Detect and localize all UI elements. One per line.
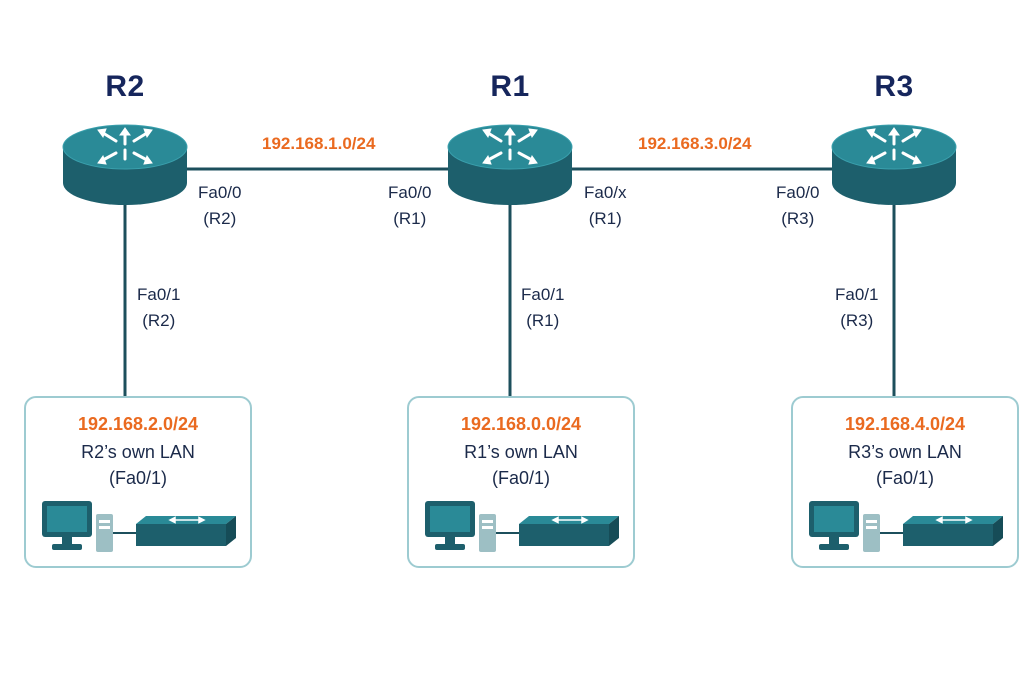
- lan-devices: [42, 501, 236, 552]
- interface-r1-fa00: Fa0/0 (R1): [388, 180, 431, 232]
- interface-router: (R1): [588, 209, 622, 228]
- interface-router: (R2): [203, 209, 237, 228]
- interface-router: (R1): [526, 311, 560, 330]
- interface-name: Fa0/1: [835, 285, 879, 304]
- switch-icon: [519, 516, 619, 546]
- router-r3: [830, 123, 958, 207]
- interface-r3-fa01: Fa0/1 (R3): [835, 282, 878, 334]
- router-icon: [446, 123, 574, 207]
- router-r3-title: R3: [874, 70, 914, 103]
- interface-name: Fa0/0: [198, 183, 242, 202]
- lan-interface: (Fa0/1): [108, 468, 168, 488]
- links: [123, 167, 896, 397]
- interface-name: Fa0/0: [388, 183, 432, 202]
- router-icon: [61, 123, 189, 207]
- router-r2: [61, 123, 189, 207]
- lan-box-r3: 192.168.4.0/24 R3’s own LAN (Fa0/1): [791, 396, 1019, 568]
- lan-network: 192.168.2.0/24: [77, 414, 199, 434]
- interface-r2-fa00: Fa0/0 (R2): [198, 180, 241, 232]
- computer-icon: [425, 501, 496, 552]
- lan-name: R1’s own LAN: [464, 442, 578, 462]
- interface-name: Fa0/0: [776, 183, 820, 202]
- interface-router: (R3): [781, 209, 815, 228]
- lan-network: 192.168.0.0/24: [460, 414, 582, 434]
- link-r1-r3-network: 192.168.3.0/24: [638, 134, 752, 153]
- interface-r1-fa01: Fa0/1 (R1): [521, 282, 564, 334]
- router-r2-title: R2: [105, 70, 145, 103]
- switch-icon: [136, 516, 236, 546]
- lan-devices: [809, 501, 1003, 552]
- interface-r2-fa01: Fa0/1 (R2): [137, 282, 180, 334]
- interface-name: Fa0/1: [137, 285, 181, 304]
- lan-box-r2: 192.168.2.0/24 R2’s own LAN (Fa0/1): [24, 396, 252, 568]
- computer-icon: [809, 501, 880, 552]
- interface-name: Fa0/x: [584, 183, 627, 202]
- interface-r1-fa0x: Fa0/x (R1): [584, 180, 627, 232]
- lan-interface: (Fa0/1): [875, 468, 935, 488]
- link-r2-r1-network: 192.168.1.0/24: [262, 134, 376, 153]
- interface-router: (R2): [142, 311, 176, 330]
- interface-r3-fa00: Fa0/0 (R3): [776, 180, 819, 232]
- switch-icon: [903, 516, 1003, 546]
- interface-router: (R3): [840, 311, 874, 330]
- lan-box-r1: 192.168.0.0/24 R1’s own LAN (Fa0/1): [407, 396, 635, 568]
- lan-name: R3’s own LAN: [848, 442, 962, 462]
- interface-router: (R1): [393, 209, 427, 228]
- router-r1-title: R1: [490, 70, 530, 103]
- router-icon: [830, 123, 958, 207]
- lan-network: 192.168.4.0/24: [844, 414, 966, 434]
- router-r1: [446, 123, 574, 207]
- lan-name: R2’s own LAN: [81, 442, 195, 462]
- lan-interface: (Fa0/1): [491, 468, 551, 488]
- interface-name: Fa0/1: [521, 285, 565, 304]
- lan-devices: [425, 501, 619, 552]
- computer-icon: [42, 501, 113, 552]
